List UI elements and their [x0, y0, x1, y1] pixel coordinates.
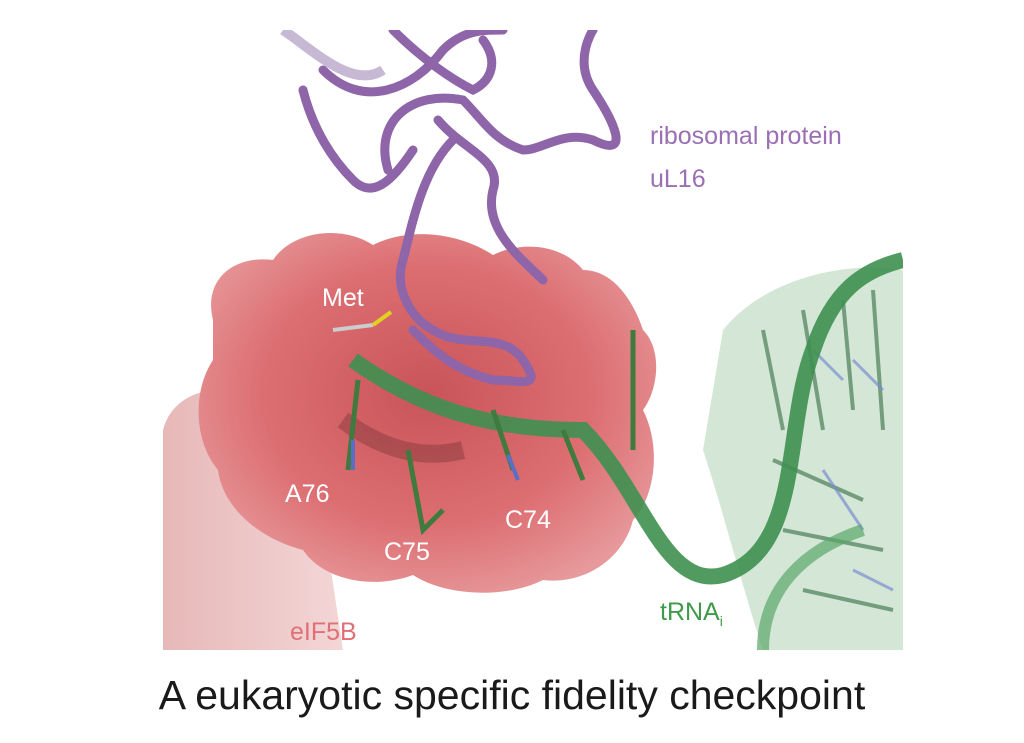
ul16-protein	[298, 30, 621, 387]
a76-label: A76	[285, 480, 330, 508]
eif5b-surface	[198, 233, 657, 593]
trna-text: tRNA	[660, 598, 720, 626]
ul16-label: uL16	[650, 165, 706, 193]
trna-structure	[348, 252, 903, 650]
c75-label: C75	[384, 538, 430, 566]
eif5b-label: eIF5B	[290, 618, 357, 646]
ribosomal-protein-label: ribosomal protein	[650, 122, 842, 150]
c74-label: C74	[505, 506, 551, 534]
molecular-structure-image	[163, 30, 903, 650]
trna-label: tRNAi	[660, 598, 723, 629]
met-label: Met	[322, 284, 364, 312]
trna-subscript: i	[719, 613, 723, 629]
figure-caption: A eukaryotic specific fidelity checkpoin…	[158, 672, 866, 718]
